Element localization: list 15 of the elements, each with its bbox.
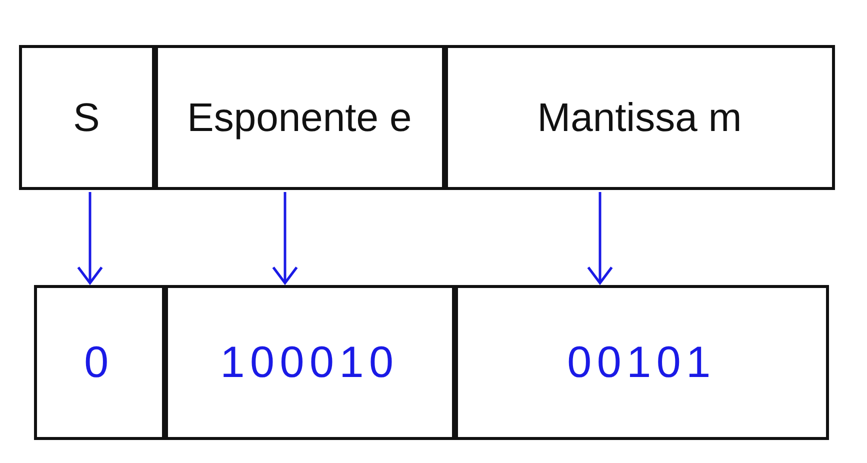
arrow [587,192,613,284]
table-cell [18,45,154,190]
bit-value: 0 [84,336,114,388]
bit-value: 00101 [567,336,716,388]
table-cell [154,45,444,190]
arrow [272,192,298,284]
field-label: Esponente e [187,94,412,142]
field-label: Mantissa m [537,94,742,142]
table-cell [454,285,828,440]
bit-value: 100010 [220,336,399,388]
field-label: S [73,94,100,142]
table-cell [34,285,164,440]
table-cell [444,45,834,190]
table-cell [164,285,454,440]
arrow [77,192,103,284]
